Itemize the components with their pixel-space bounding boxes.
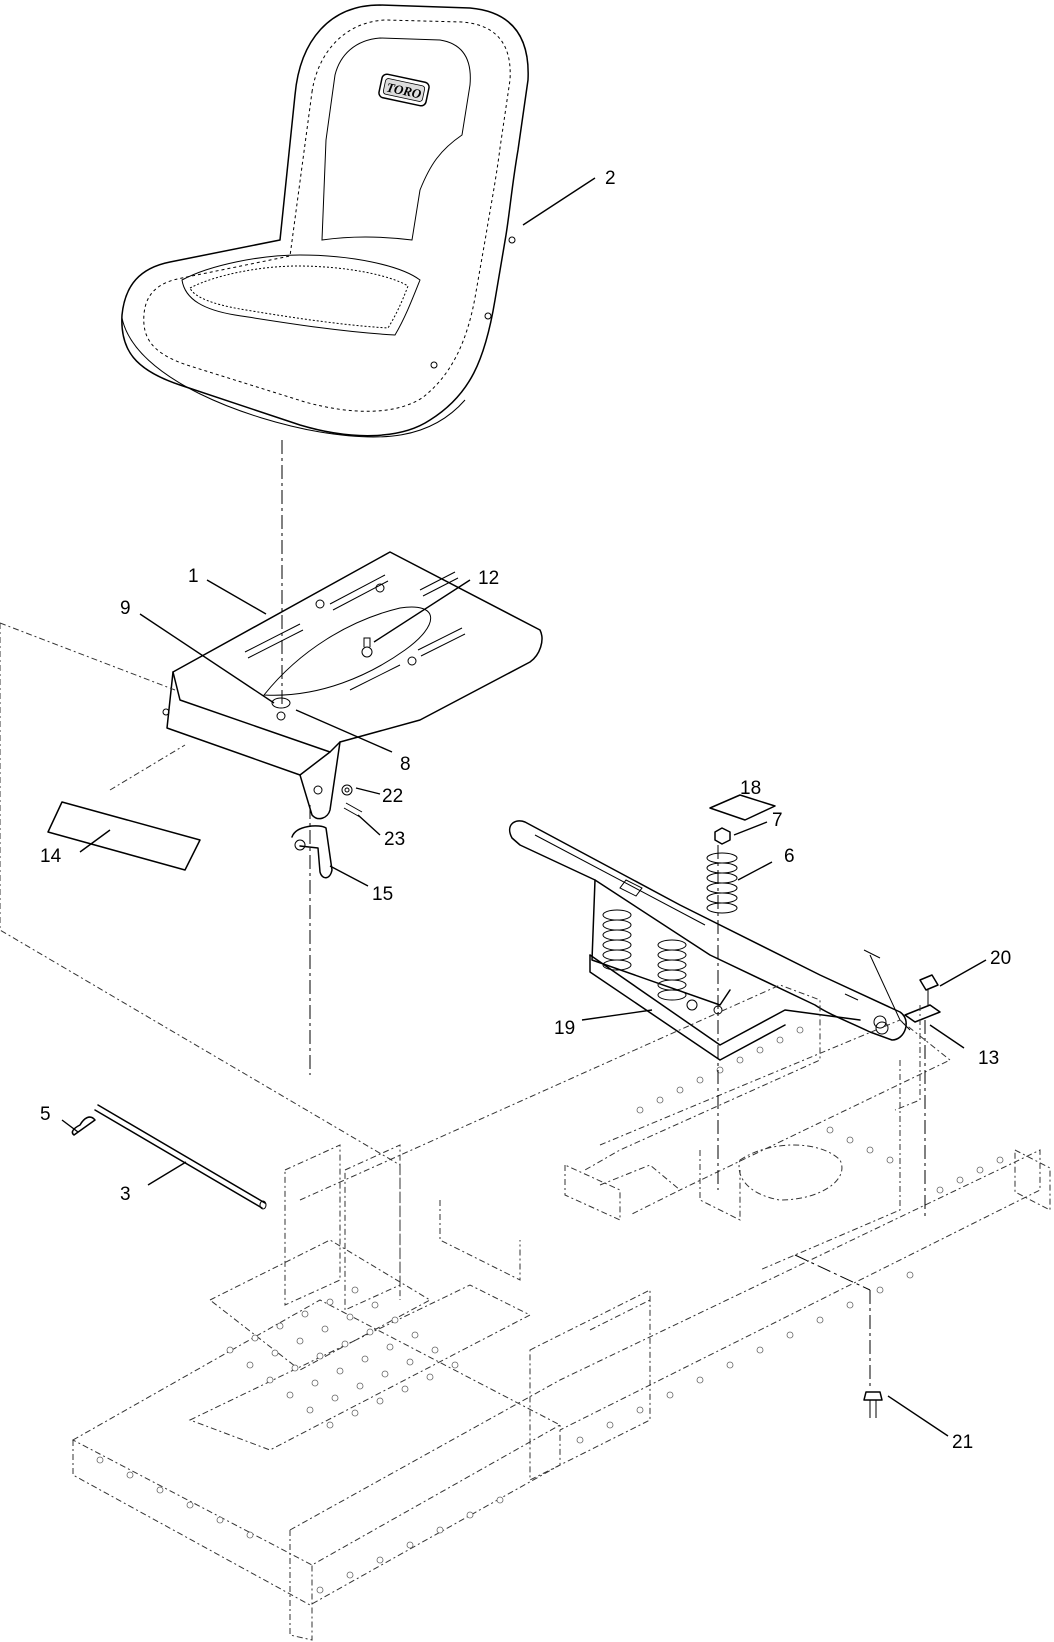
suspension-part xyxy=(508,820,911,1061)
callout-5: 5 xyxy=(40,1104,51,1125)
callout-labels: 2 1 9 12 8 22 23 15 14 18 7 6 19 20 13 5… xyxy=(40,168,1011,1453)
chassis-frame xyxy=(71,984,1051,1641)
callout-6: 6 xyxy=(784,846,795,867)
callout-23: 23 xyxy=(384,829,405,850)
callout-14: 14 xyxy=(40,846,62,867)
spring-center xyxy=(657,939,687,1001)
seat-logo-text: TORO xyxy=(385,79,423,101)
seat-part: TORO xyxy=(121,4,529,438)
callout-21: 21 xyxy=(952,1432,973,1453)
callout-3: 3 xyxy=(120,1184,131,1205)
callout-22: 22 xyxy=(382,786,403,807)
toro-logo: TORO xyxy=(378,73,430,107)
callout-20: 20 xyxy=(990,948,1011,969)
callout-8: 8 xyxy=(400,754,411,775)
spring-right xyxy=(706,852,738,914)
callout-2: 2 xyxy=(605,168,616,189)
callout-15: 15 xyxy=(372,884,393,905)
callout-9: 9 xyxy=(120,598,131,619)
callout-7: 7 xyxy=(772,810,783,831)
spring-left xyxy=(602,909,632,971)
callout-19: 19 xyxy=(554,1018,575,1039)
callout-18: 18 xyxy=(740,778,761,799)
leader-lines xyxy=(61,177,987,1437)
seat-plate-part xyxy=(162,551,543,820)
callout-1: 1 xyxy=(188,566,199,587)
callout-13: 13 xyxy=(978,1048,999,1069)
callout-12: 12 xyxy=(478,568,499,589)
